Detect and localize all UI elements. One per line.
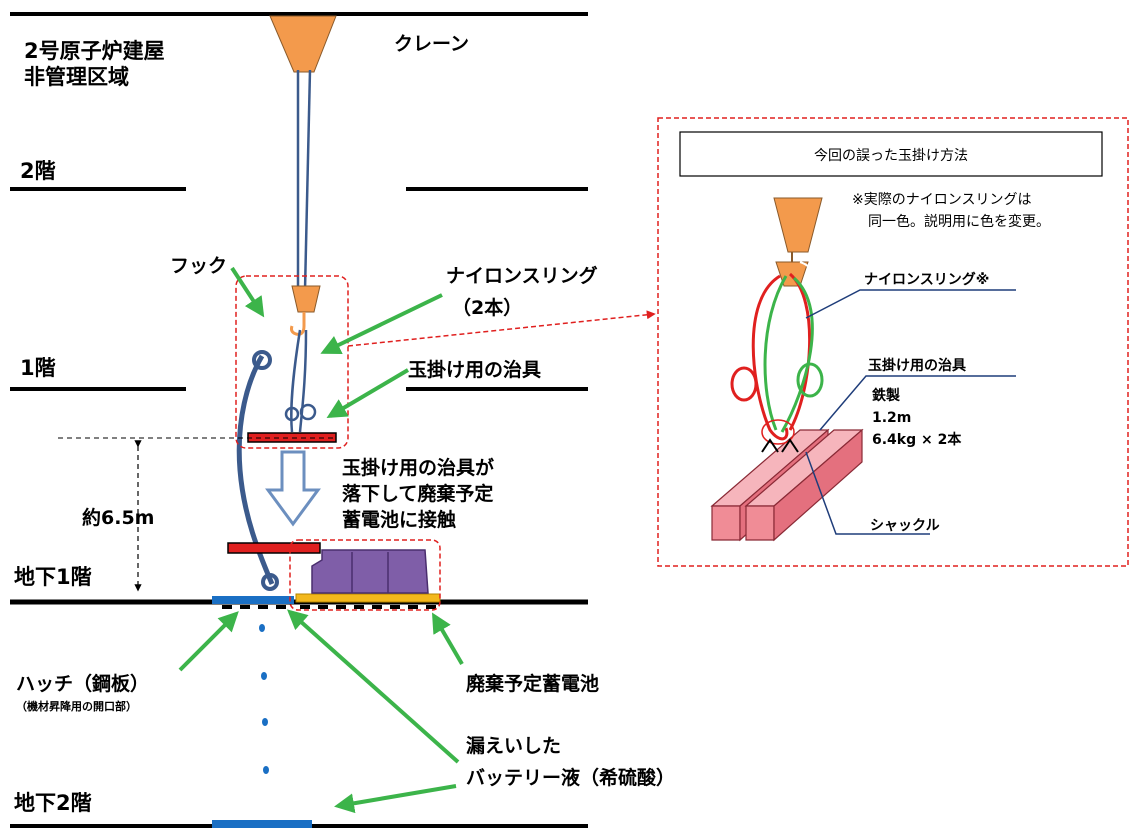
leak-label-1: 漏えいした bbox=[466, 735, 561, 757]
sling-dangling bbox=[236, 354, 275, 585]
detail-crane-block bbox=[773, 197, 823, 253]
hook bbox=[290, 312, 306, 336]
detail-callouts bbox=[805, 289, 1016, 535]
battery-label: 廃棄予定蓄電池 bbox=[466, 672, 599, 695]
floor-1-label: 1階 bbox=[20, 356, 56, 380]
fall-text-1: 玉掛け用の治具が bbox=[342, 456, 494, 479]
green-arrows bbox=[178, 266, 464, 814]
detail-title-box bbox=[679, 131, 1103, 177]
jig-label: 玉掛け用の治具 bbox=[408, 358, 541, 381]
detail-frame bbox=[657, 117, 1129, 567]
floor-dashes bbox=[222, 605, 436, 609]
fall-text-3: 蓄電池に接触 bbox=[342, 508, 456, 531]
leak-label-2: バッテリー液（希硫酸） bbox=[466, 766, 675, 789]
crane-label: クレーン bbox=[394, 33, 469, 55]
highlight-battery bbox=[289, 539, 441, 611]
detail-sling-green bbox=[763, 275, 788, 431]
crane-block bbox=[269, 15, 337, 73]
fall-text-2: 落下して廃棄予定 bbox=[342, 482, 493, 505]
hatch-plate bbox=[212, 596, 294, 604]
building-area: 非管理区域 bbox=[24, 65, 129, 89]
battery-tray bbox=[295, 593, 441, 603]
detail-jig-label: 玉掛け用の治具 bbox=[868, 357, 966, 374]
leak-drops bbox=[259, 624, 269, 774]
detail-sling-red bbox=[751, 274, 789, 441]
detail-sling-label: ナイロンスリング※ bbox=[864, 271, 989, 288]
building-name: 2号原子炉建屋 bbox=[24, 39, 165, 63]
sling-label-2: （2本） bbox=[452, 296, 522, 319]
detail-spec-1: 鉄製 bbox=[872, 387, 900, 404]
highlight-rigging bbox=[235, 275, 349, 449]
floor-b2-label: 地下2階 bbox=[14, 791, 92, 815]
detail-note-1: ※実際のナイロンスリングは bbox=[852, 192, 1031, 208]
detail-spec-2: 1.2m bbox=[872, 410, 911, 426]
hook-block bbox=[291, 285, 321, 313]
floor-2-label: 2階 bbox=[20, 159, 56, 183]
jig-lower bbox=[227, 542, 321, 554]
detail-spec-3: 6.4kg × 2本 bbox=[872, 431, 962, 448]
detail-title: 今回の誤った玉掛け方法 bbox=[814, 148, 968, 164]
detail-shackle-label: シャックル bbox=[870, 518, 940, 534]
detail-pointer bbox=[347, 310, 656, 347]
fall-arrow bbox=[265, 450, 321, 527]
hatch-sublabel: （機材昇降用の開口部） bbox=[16, 699, 137, 713]
battery bbox=[311, 549, 429, 594]
sling-right bbox=[298, 329, 308, 433]
detail-shackle bbox=[761, 419, 795, 445]
detail-note-2: 同一色。説明用に色を変更。 bbox=[868, 213, 1050, 230]
hatch-label: ハッチ（鋼板） bbox=[16, 672, 149, 695]
hook-label: フック bbox=[170, 255, 227, 277]
sling-left bbox=[290, 329, 302, 433]
detail-jig-beams bbox=[710, 428, 864, 542]
sling-label-1: ナイロンスリング bbox=[446, 264, 598, 287]
floor-b1-label: 地下1階 bbox=[14, 565, 92, 589]
height-label: 約6.5m bbox=[82, 506, 154, 529]
hatch-plate-b2 bbox=[212, 820, 312, 828]
